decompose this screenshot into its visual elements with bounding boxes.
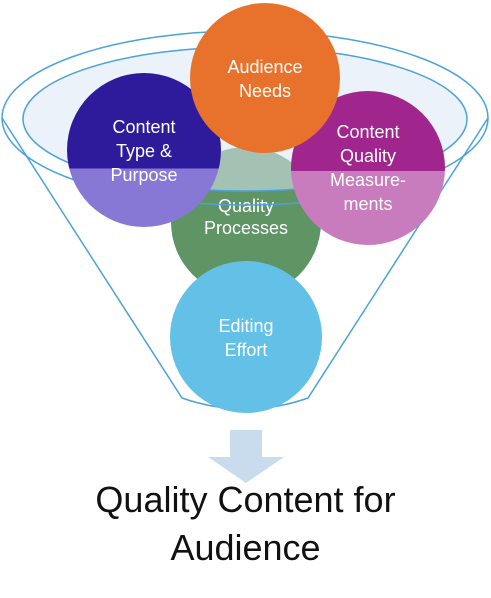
svg-text:ments: ments [343, 194, 392, 214]
audience-needs-circle [190, 3, 340, 153]
svg-text:Content: Content [112, 117, 175, 137]
svg-text:Editing: Editing [218, 316, 273, 336]
svg-text:Needs: Needs [239, 81, 291, 101]
svg-text:Effort: Effort [225, 340, 268, 360]
svg-text:Content: Content [336, 122, 399, 142]
editing-effort-label: Editing Effort [218, 316, 273, 360]
content-quality-measurements-circle [291, 91, 445, 245]
svg-text:Quality: Quality [218, 196, 274, 216]
svg-text:Purpose: Purpose [110, 165, 177, 185]
editing-effort-circle [170, 261, 322, 413]
down-arrow-icon [208, 430, 284, 483]
content-quality-measurements-label: Content Quality Measure- ments [330, 122, 406, 214]
svg-text:Type &: Type & [116, 141, 172, 161]
quality-processes-label: Quality Processes [204, 196, 288, 238]
caption-line-1: Quality Content for [95, 479, 396, 520]
content-type-purpose-label: Content Type & Purpose [110, 117, 177, 185]
caption-line-2: Audience [170, 527, 321, 568]
content-type-purpose-circle [67, 73, 221, 227]
svg-text:Audience: Audience [227, 57, 302, 77]
svg-text:Quality: Quality [340, 146, 396, 166]
svg-text:Measure-: Measure- [330, 170, 406, 190]
audience-needs-label: Audience Needs [227, 57, 302, 101]
svg-text:Processes: Processes [204, 218, 288, 238]
